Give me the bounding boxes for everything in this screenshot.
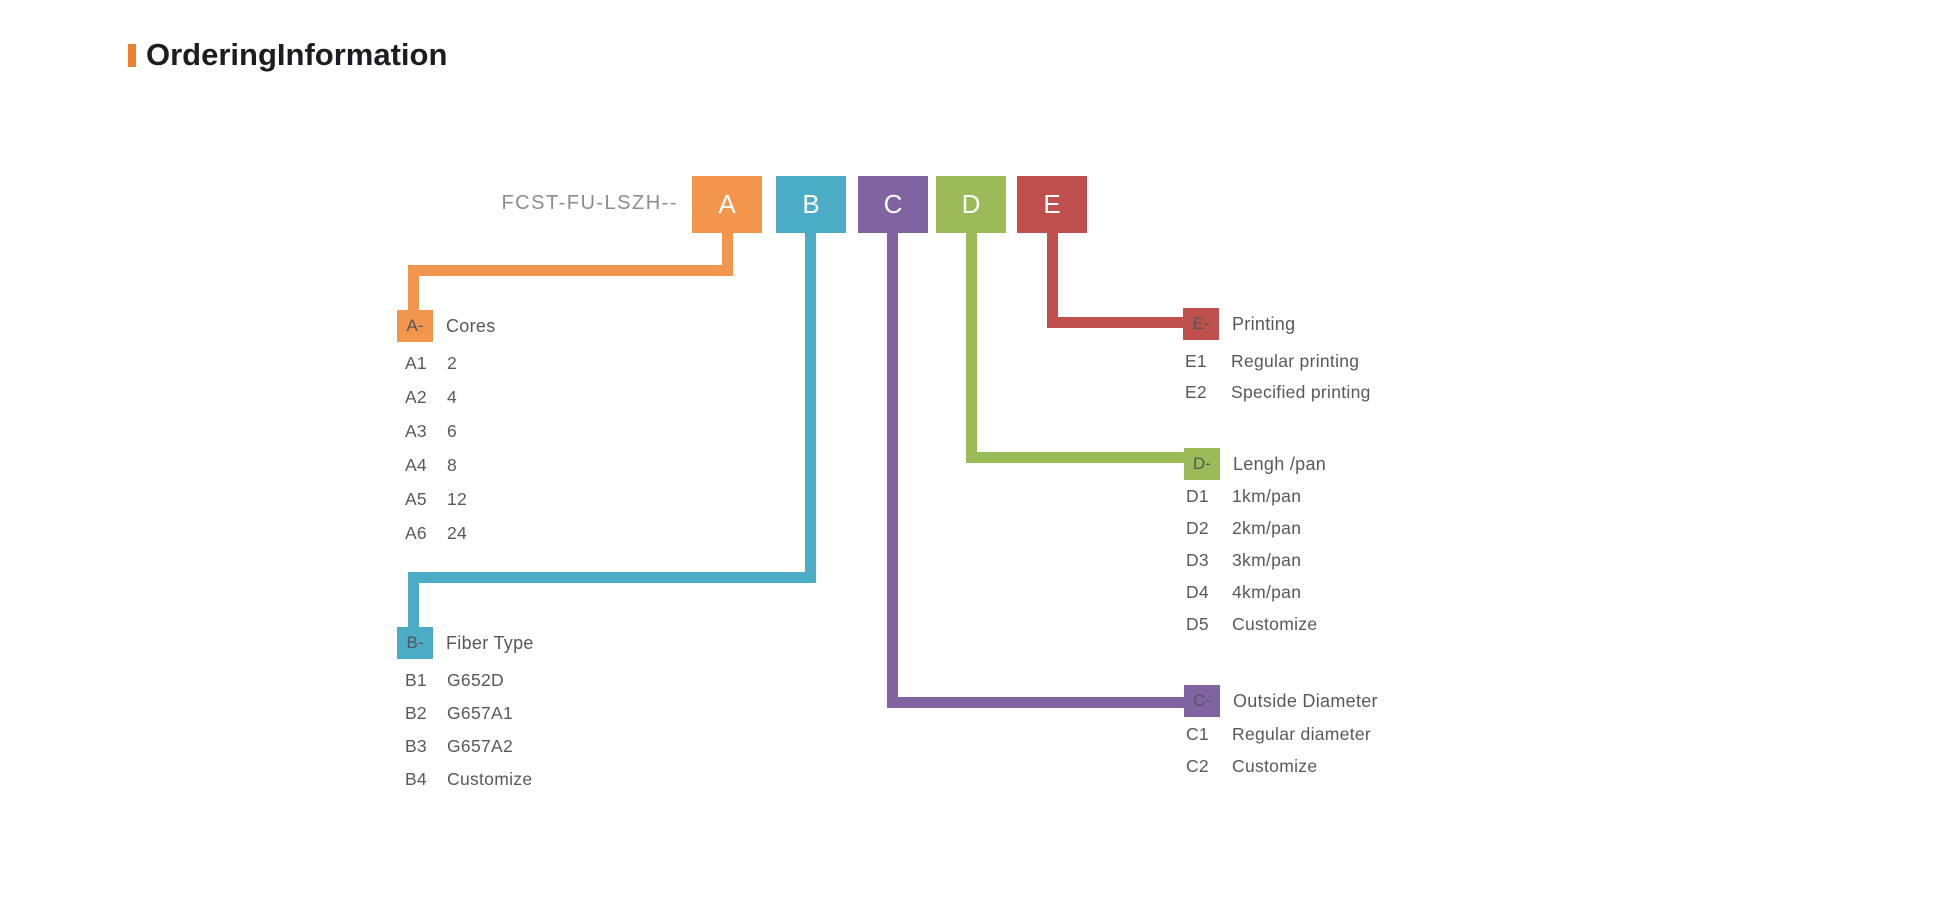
option-value: Customize <box>447 769 533 789</box>
option-value: G652D <box>447 670 504 690</box>
code-box-b: B <box>776 176 846 233</box>
connector-a-stem <box>722 233 733 276</box>
section-printing-chip: E- <box>1183 308 1219 340</box>
option-row: B1 G652D <box>397 664 534 697</box>
option-row: A1 2 <box>397 346 496 380</box>
section-length-per-pan-chip: D- <box>1184 448 1220 480</box>
option-row: A5 12 <box>397 482 496 516</box>
section-outside-diameter-header: C- Outside Diameter <box>1184 685 1378 717</box>
section-cores-title: Cores <box>446 315 496 336</box>
option-row: C1 Regular diameter <box>1184 718 1378 750</box>
option-code: A2 <box>405 386 427 407</box>
option-code: A3 <box>405 420 427 441</box>
section-printing-title: Printing <box>1232 313 1296 334</box>
connector-c-stem <box>887 233 898 708</box>
option-row: A3 6 <box>397 414 496 448</box>
connector-b-drop <box>408 572 419 629</box>
connector-e-horizontal <box>1047 317 1183 328</box>
connector-b-stem <box>805 233 816 583</box>
option-code: B4 <box>405 769 427 789</box>
section-printing: E- Printing E1 Regular printing E2 Speci… <box>1183 308 1371 408</box>
option-row: D1 1km/pan <box>1184 480 1326 512</box>
option-code: A5 <box>405 488 427 509</box>
option-row: B2 G657A1 <box>397 697 534 730</box>
option-code: D1 <box>1186 485 1209 506</box>
section-printing-header: E- Printing <box>1183 308 1371 340</box>
option-code: B3 <box>405 736 427 756</box>
option-row: B4 Customize <box>397 763 534 796</box>
connector-a-horizontal <box>408 265 733 276</box>
connector-d-stem <box>966 233 977 463</box>
title-accent-bar <box>128 43 136 67</box>
option-value: Regular diameter <box>1232 723 1372 744</box>
option-code: A4 <box>405 454 427 475</box>
option-value: 8 <box>447 454 458 475</box>
section-fiber-type: B- Fiber Type B1 G652D B2 G657A1 B3 G657… <box>397 627 534 796</box>
option-code: C2 <box>1186 755 1209 776</box>
option-value: 1km/pan <box>1232 485 1302 506</box>
section-outside-diameter-title: Outside Diameter <box>1233 690 1378 711</box>
section-fiber-type-header: B- Fiber Type <box>397 627 534 659</box>
option-value: Regular printing <box>1231 351 1360 371</box>
option-value: 2km/pan <box>1232 517 1302 538</box>
option-value: 4 <box>447 386 458 407</box>
code-box-a: A <box>692 176 762 233</box>
option-code: D2 <box>1186 517 1209 538</box>
connector-b-horizontal <box>408 572 816 583</box>
page-header: OrderingInformation <box>128 36 447 74</box>
option-row: E2 Specified printing <box>1183 377 1371 408</box>
option-value: 12 <box>447 488 468 509</box>
section-cores-header: A- Cores <box>397 310 496 342</box>
connector-c-horizontal <box>887 697 1185 708</box>
option-row: B3 G657A2 <box>397 730 534 763</box>
section-length-per-pan-title: Lengh /pan <box>1233 453 1327 474</box>
code-box-e: E <box>1017 176 1087 233</box>
option-code: C1 <box>1186 723 1209 744</box>
option-value: 4km/pan <box>1232 581 1302 602</box>
connector-a-drop <box>408 265 419 312</box>
option-code: A6 <box>405 522 427 543</box>
option-row: D4 4km/pan <box>1184 576 1326 608</box>
section-cores: A- Cores A1 2 A2 4 A3 6 <box>397 310 496 550</box>
section-outside-diameter-chip: C- <box>1184 685 1220 717</box>
option-row: C2 Customize <box>1184 750 1378 782</box>
page-title: OrderingInformation <box>146 37 448 72</box>
option-value: 24 <box>447 522 468 543</box>
option-value: 2 <box>447 352 458 373</box>
option-code: E2 <box>1185 382 1207 402</box>
section-cores-chip: A- <box>397 310 433 342</box>
option-code: B2 <box>405 703 427 723</box>
option-row: D2 2km/pan <box>1184 512 1326 544</box>
option-code: D5 <box>1186 613 1209 634</box>
section-length-per-pan-header: D- Lengh /pan <box>1184 448 1326 480</box>
option-code: D4 <box>1186 581 1209 602</box>
option-code: D3 <box>1186 549 1209 570</box>
connector-d-horizontal <box>966 452 1185 463</box>
option-row: A4 8 <box>397 448 496 482</box>
option-row: E1 Regular printing <box>1183 346 1371 377</box>
connector-e-stem <box>1047 233 1058 328</box>
option-value: Specified printing <box>1231 382 1371 402</box>
code-box-d: D <box>936 176 1006 233</box>
option-row: A2 4 <box>397 380 496 414</box>
option-value: Customize <box>1232 755 1318 776</box>
section-fiber-type-title: Fiber Type <box>446 632 534 653</box>
option-row: D3 3km/pan <box>1184 544 1326 576</box>
option-value: 6 <box>447 420 458 441</box>
option-value: Customize <box>1232 613 1318 634</box>
option-value: G657A1 <box>447 703 514 723</box>
section-outside-diameter: C- Outside Diameter C1 Regular diameter … <box>1184 685 1378 782</box>
code-prefix: FCST-FU-LSZH-- <box>501 192 678 214</box>
option-code: A1 <box>405 352 427 373</box>
option-code: B1 <box>405 670 427 690</box>
section-fiber-type-chip: B- <box>397 627 433 659</box>
option-value: 3km/pan <box>1232 549 1302 570</box>
option-code: E1 <box>1185 351 1207 371</box>
option-row: D5 Customize <box>1184 608 1326 640</box>
section-length-per-pan: D- Lengh /pan D1 1km/pan D2 2km/pan D3 3… <box>1184 448 1326 640</box>
option-value: G657A2 <box>447 736 514 756</box>
code-box-c: C <box>858 176 928 233</box>
option-row: A6 24 <box>397 516 496 550</box>
